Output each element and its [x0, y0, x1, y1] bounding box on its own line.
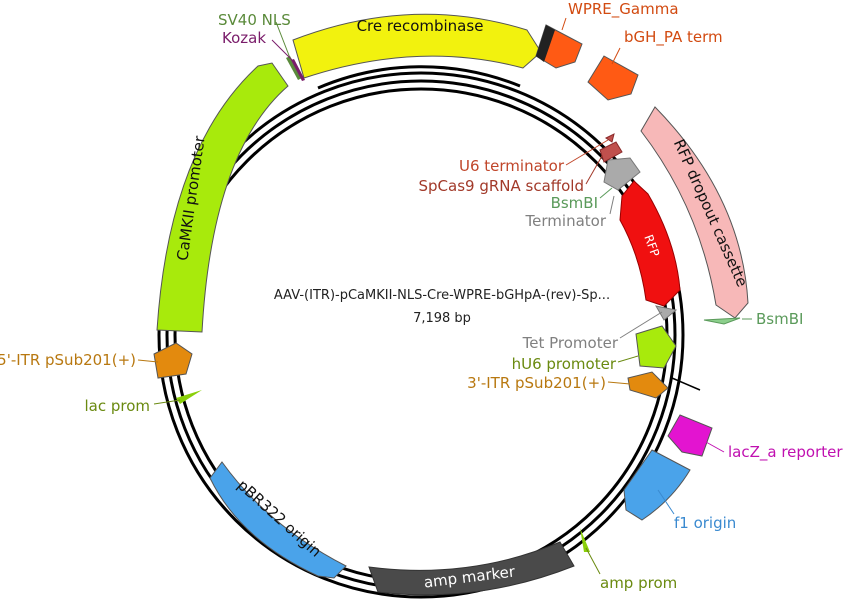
leader-lines: [137, 17, 752, 575]
leader-ampprom: [585, 547, 601, 575]
label-sv40-nls: SV40 NLS: [218, 11, 291, 29]
feature-cre-recombinase[interactable]: [292, 13, 542, 79]
label-5-itr: 5'-ITR pSub201(+): [0, 351, 136, 369]
feature-wpre-cap: [536, 25, 555, 62]
feature-sv40-nls[interactable]: [286, 56, 302, 80]
plasmid-size: 7,198 bp: [413, 311, 471, 326]
feature-label-cre-recombinase: Cre recombinase: [357, 17, 484, 35]
label-f1-origin: f1 origin: [674, 514, 736, 532]
feature-amp-prom[interactable]: [580, 528, 590, 552]
leader-tet: [619, 311, 663, 339]
leader-scaffold: [585, 155, 603, 185]
label-tet-promoter: Tet Promoter: [522, 334, 619, 352]
feature-rfp[interactable]: [619, 180, 681, 307]
leader-sv40: [275, 21, 291, 59]
label-bgh-pa-term: bGH_PA term: [624, 28, 723, 47]
label-terminator: Terminator: [525, 212, 607, 230]
leader-wpre: [561, 17, 567, 31]
selection-tick: [671, 377, 701, 391]
leader-bsmbi-upper: [599, 187, 613, 199]
backbone-outer-ring: [157, 71, 685, 599]
label-bsmbi-upper: BsmBI: [551, 194, 598, 212]
feature-5-itr[interactable]: [153, 342, 193, 379]
label-lac-prom: lac prom: [84, 397, 150, 415]
label-kozak: Kozak: [222, 29, 266, 47]
label-u6-terminator: U6 terminator: [459, 157, 565, 175]
label-hu6-promoter: hU6 promoter: [512, 355, 617, 373]
feature-f1-origin[interactable]: [623, 449, 691, 521]
feature-spcas9-grna-scaffold[interactable]: [599, 141, 623, 163]
leader-terminator: [609, 195, 615, 215]
feature-bsmbi-site[interactable]: [703, 317, 741, 325]
feature-lac-prom[interactable]: [176, 390, 202, 404]
leader-bgh: [611, 47, 621, 65]
label-lacz-a-reporter: lacZ_a reporter: [728, 443, 843, 462]
feature-lacz-a-reporter[interactable]: [667, 414, 713, 457]
feature-kozak[interactable]: [291, 59, 305, 81]
leader-hu6: [617, 355, 639, 363]
plasmid-name: AAV-(ITR)-pCaMKII-NLS-Cre-WPRE-bGHpA-(re…: [274, 288, 610, 303]
feature-pbr322-origin[interactable]: [209, 461, 347, 579]
feature-3-itr[interactable]: [627, 371, 669, 399]
feature-bgh-pa-term[interactable]: [587, 55, 639, 101]
feature-hu6-promoter[interactable]: [635, 325, 677, 369]
label-amp-prom: amp prom: [600, 574, 677, 592]
leader-u6term: [565, 139, 609, 166]
leader-itr5: [137, 359, 159, 363]
leader-itr3: [607, 381, 631, 385]
leader-kozak: [271, 39, 295, 63]
label-3-itr: 3'-ITR pSub201(+): [467, 374, 606, 392]
label-wpre-gamma: WPRE_Gamma: [568, 0, 679, 19]
leader-lacprom: [153, 399, 181, 405]
leader-lacz: [705, 441, 725, 453]
feature-u6-terminator[interactable]: [605, 133, 615, 143]
feature-terminator[interactable]: [603, 157, 641, 191]
feature-camkii-promoter[interactable]: [156, 62, 289, 333]
leader-f1: [657, 489, 675, 515]
feature-amp-marker[interactable]: [368, 541, 575, 596]
label-spcas9-grna-scaffold: SpCas9 gRNA scaffold: [419, 177, 584, 195]
feature-rfp-dropout-cassette[interactable]: [640, 106, 749, 319]
selection-arc-top: [317, 65, 521, 90]
label-bsmbi-right: BsmBI: [756, 310, 803, 328]
